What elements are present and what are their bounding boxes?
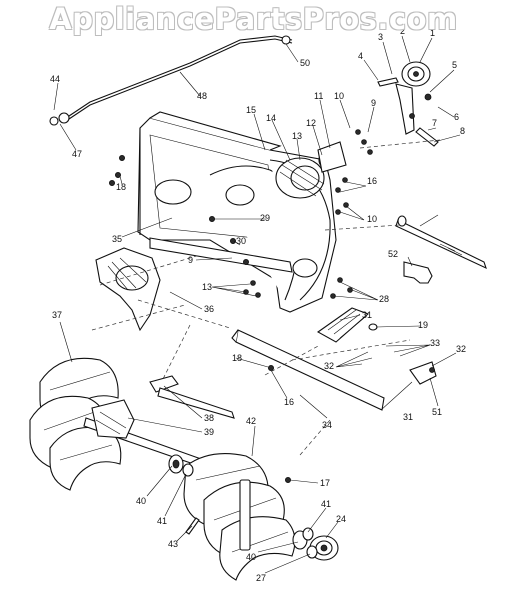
- callout-13: 13: [292, 131, 302, 141]
- callout-48: 50: [300, 58, 310, 68]
- callout-9: 9: [371, 98, 376, 108]
- callout-39b: 40: [246, 552, 256, 562]
- callout-40: 41: [157, 516, 167, 526]
- callout-9b: 9: [188, 255, 193, 265]
- callout-18b: 18: [232, 353, 242, 363]
- callout-14: 14: [266, 113, 276, 123]
- callout-10b: 10: [367, 214, 377, 224]
- callout-30b: 31: [403, 412, 413, 422]
- callout-11: 11: [314, 91, 323, 101]
- leader-lines: [53, 35, 461, 574]
- bolt-42: [185, 517, 200, 535]
- callout-15: 15: [246, 105, 256, 115]
- callout-42: 43: [168, 539, 178, 549]
- callout-1: 1: [430, 28, 435, 38]
- callout-37: 39: [204, 427, 214, 437]
- callout-36: 38: [204, 413, 214, 423]
- callout-10: 10: [334, 91, 344, 101]
- callout-33: 34: [322, 420, 332, 430]
- bearing-bracket: [317, 141, 347, 173]
- callout-12: 12: [306, 118, 316, 128]
- callout-47: 48: [197, 91, 207, 101]
- callout-35: 36: [204, 304, 214, 314]
- callout-2: 2: [400, 26, 405, 36]
- callout-31b: 32: [456, 344, 466, 354]
- bracket-50: [409, 361, 437, 385]
- bearings-and-bushings: [168, 454, 339, 561]
- callout-19: 19: [418, 320, 428, 330]
- assembly-guide-lines: [91, 139, 441, 456]
- callout-3: 3: [378, 32, 383, 42]
- callout-30: 31: [362, 310, 372, 320]
- callout-8: 8: [460, 126, 465, 136]
- shift-rod: [49, 35, 293, 126]
- callout-7: 7: [432, 118, 437, 128]
- callout-13b: 13: [202, 282, 212, 292]
- callout-29: 27: [256, 573, 266, 583]
- callout-17: 17: [320, 478, 330, 488]
- impeller: [275, 157, 325, 199]
- callout-18: 18: [116, 182, 126, 192]
- pulley-assembly: [377, 61, 439, 147]
- callout-44: 47: [72, 149, 82, 159]
- callout-16b: 16: [284, 397, 294, 407]
- callout-16: 16: [367, 176, 377, 186]
- callout-50: 51: [432, 407, 442, 417]
- left-auger: [29, 357, 122, 491]
- skid-shoe: [316, 307, 378, 343]
- callout-4: 4: [358, 51, 363, 61]
- callout-38: 37: [52, 310, 62, 320]
- callout-39: 40: [136, 496, 146, 506]
- callout-6: 6: [454, 112, 459, 122]
- hardware-fasteners: [109, 129, 373, 483]
- callout-43: 44: [50, 74, 60, 84]
- shaft-51: [395, 215, 487, 270]
- callout-27: 29: [260, 213, 270, 223]
- callout-28: 30: [236, 236, 246, 246]
- scraper-bar: [231, 329, 385, 411]
- callout-24: 24: [336, 514, 346, 524]
- discharge-chute: [95, 247, 161, 332]
- callout-40b: 41: [321, 499, 331, 509]
- callout-34: 35: [112, 234, 122, 244]
- callout-41: 42: [246, 416, 256, 426]
- callout-52: 52: [388, 249, 398, 259]
- watermark: AppliancePartsPros.com: [49, 2, 458, 36]
- callout-labels: 1 2 3 4 5 6 7 8 9 10 11 12 13 14 15 16 1…: [50, 26, 466, 583]
- callout-5: 5: [452, 60, 457, 70]
- clip-52: [403, 261, 433, 284]
- right-auger: [183, 453, 296, 581]
- callout-31: 32: [324, 361, 334, 371]
- auger-housing: [137, 111, 337, 313]
- callout-26: 28: [379, 294, 389, 304]
- callout-32: 33: [430, 338, 440, 348]
